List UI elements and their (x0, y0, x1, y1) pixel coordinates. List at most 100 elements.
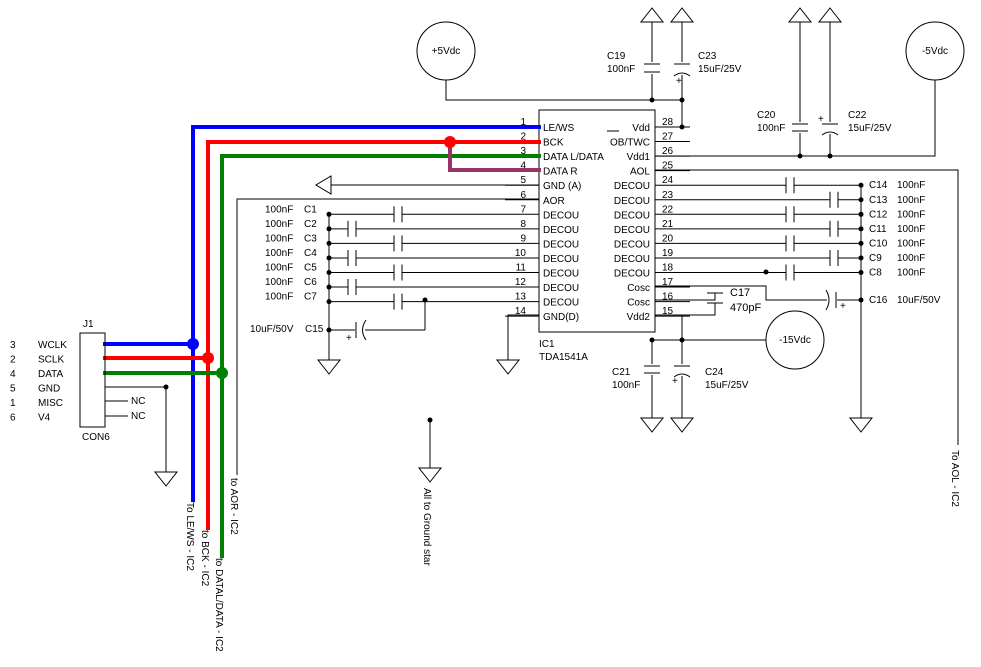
svg-text:+5Vdc: +5Vdc (432, 46, 461, 57)
svg-text:100nF: 100nF (757, 123, 785, 134)
ic-pin-number: 24 (662, 175, 674, 186)
ic-pin-name: DECOU (543, 239, 579, 250)
note-ground-star: All to Ground star (421, 488, 432, 566)
svg-text:+: + (840, 301, 846, 312)
svg-text:+: + (818, 114, 824, 125)
ic-pin-name: BCK (543, 138, 564, 149)
ic-pin-number: 16 (662, 292, 674, 303)
ic-pin-name: Cosc (627, 298, 650, 309)
svg-text:100nF: 100nF (612, 380, 640, 391)
ic-pin-name: LE/WS (543, 123, 574, 134)
note-to-aor: to AOR - IC2 (228, 478, 239, 535)
cap-c17: C17 470pF (707, 287, 761, 314)
cap-value: 100nF (265, 219, 293, 230)
cap-ref: C1 (304, 204, 317, 215)
ic-pin-name: DECOU (614, 225, 650, 236)
cap-ref: C10 (869, 238, 888, 249)
ic-ref: IC1 (539, 339, 555, 350)
cap-left: 100nF C1 (265, 204, 505, 223)
ic-pin-number: 6 (520, 190, 526, 201)
cap-right: C10 100nF (690, 235, 925, 252)
cap-left: 100nF C7 (265, 292, 505, 310)
ic-pin-number: 2 (520, 132, 526, 143)
svg-text:NC: NC (131, 396, 145, 407)
ic-pin-number: 5 (520, 175, 526, 186)
ic-pin-number: 26 (662, 146, 674, 157)
ic-pin-number: 28 (662, 117, 674, 128)
ic-pin-name: DECOU (614, 254, 650, 265)
cap-ref: C11 (869, 224, 887, 235)
ic-pin-number: 3 (520, 146, 526, 157)
cap-ref: C6 (304, 277, 317, 288)
ic-pin-name: GND (A) (543, 181, 581, 192)
ic-pin-name: DATA R (543, 167, 578, 178)
ic-pin-number: 10 (515, 248, 527, 259)
cap-value: 100nF (897, 268, 925, 279)
cap-value: 100nF (265, 292, 293, 303)
note-to-lews: To LE/WS - IC2 (184, 502, 195, 571)
connector-pin-number: 1 (10, 398, 16, 409)
svg-text:C22: C22 (848, 110, 867, 121)
supply-neg5: -5Vdc (905, 21, 965, 81)
svg-text:470pF: 470pF (730, 302, 761, 314)
cap-c15: + 10uF/50V C15 (250, 319, 367, 344)
cap-value: 100nF (265, 248, 293, 259)
ic-pin-name: DECOU (614, 239, 650, 250)
cap-value: 100nF (265, 233, 293, 244)
svg-text:100nF: 100nF (607, 64, 635, 75)
ground-symbols (153, 175, 874, 487)
cap-ref: C7 (304, 292, 317, 303)
supply-pos5: +5Vdc (416, 21, 476, 81)
cap-ref: C3 (304, 233, 317, 244)
svg-text:C19: C19 (607, 51, 626, 62)
connector-pin-number: 2 (10, 355, 16, 366)
cap-c21: C21 100nF (612, 365, 660, 391)
cap-value: 100nF (897, 238, 925, 249)
note-to-data: to DATAL/DATA - IC2 (213, 558, 224, 652)
ic-pin-number: 11 (516, 263, 527, 274)
ic-pin-name: DECOU (543, 283, 579, 294)
note-to-aol: To AOL - IC2 (949, 450, 960, 507)
ic-pin-number: 9 (520, 233, 526, 244)
cap-c19: C19 100nF (607, 51, 660, 75)
ic-pin-number: 13 (515, 292, 527, 303)
svg-text:-5Vdc: -5Vdc (922, 46, 948, 57)
connector-pin-name: WCLK (38, 340, 67, 351)
cap-ref: C5 (304, 263, 317, 274)
cap-value: 100nF (897, 253, 925, 264)
svg-text:15uF/25V: 15uF/25V (705, 380, 749, 391)
svg-text:+: + (672, 376, 678, 387)
connector-pin-name: SCLK (38, 355, 64, 366)
ic-pin-number: 17 (662, 277, 674, 288)
connector-pin-number: 5 (10, 384, 16, 395)
svg-text:C24: C24 (705, 367, 724, 378)
connector-pin-name: DATA (38, 369, 64, 380)
svg-text:-15Vdc: -15Vdc (779, 335, 811, 346)
ic-pin-number: 20 (662, 233, 674, 244)
ic-pin-number: 23 (662, 190, 674, 201)
connector-pin-name: MISC (38, 398, 63, 409)
ic-pin-name: GND(D) (543, 312, 579, 323)
connector-pin-name: V4 (38, 413, 51, 424)
cap-value: 100nF (265, 204, 293, 215)
svg-text:J1: J1 (83, 319, 94, 330)
ic-pin-number: 22 (662, 204, 674, 215)
ic-pin-number: 21 (662, 219, 674, 230)
svg-text:10uF/50V: 10uF/50V (250, 324, 294, 335)
cap-c20: C20 100nF (757, 110, 808, 134)
svg-text:C23: C23 (698, 51, 717, 62)
ic-pin-name: OB/TWC (610, 138, 650, 149)
ic-pin-number: 19 (662, 248, 674, 259)
bus-wires (103, 125, 541, 558)
